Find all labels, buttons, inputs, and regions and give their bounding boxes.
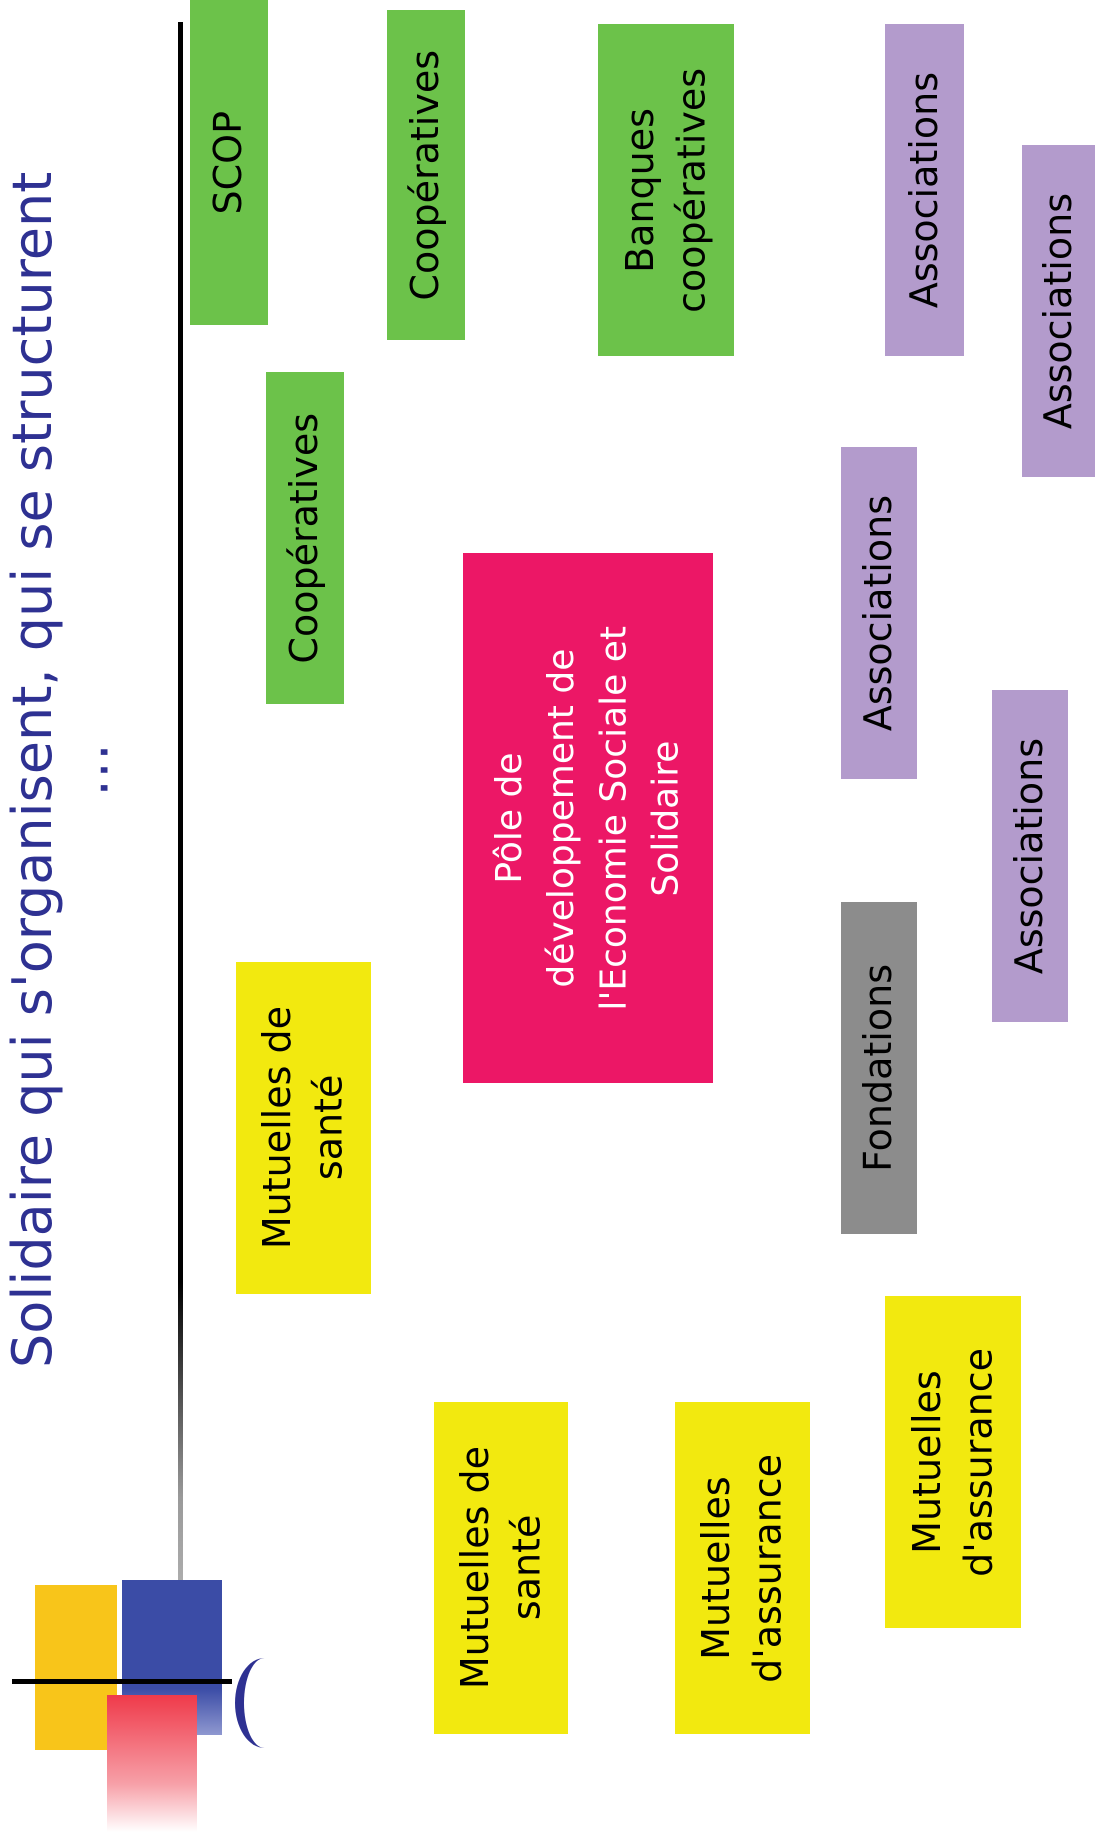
node-mutuelles-sante-1-label: Mutuelles de santé bbox=[255, 1006, 351, 1250]
node-associations-mid-label: Associations bbox=[856, 494, 901, 732]
node-banques-cooperatives: Banques coopératives bbox=[598, 24, 734, 356]
node-associations-right-label: Associations bbox=[1035, 192, 1080, 430]
node-associations-mid: Associations bbox=[841, 447, 917, 779]
decor-logo-arc bbox=[235, 1658, 294, 1748]
node-mutuelles-assurance-1-label: Mutuelles d'assurance bbox=[694, 1453, 790, 1683]
node-mutuelles-sante-2: Mutuelles de santé bbox=[434, 1402, 568, 1734]
decor-yellow-square bbox=[35, 1585, 117, 1750]
node-mutuelles-assurance-2-label: Mutuelles d'assurance bbox=[904, 1347, 1000, 1577]
slide-title: Solidaire qui s'organisent, qui se struc… bbox=[5, 171, 121, 1369]
node-cooperatives-mid-label: Coopératives bbox=[282, 412, 327, 664]
node-associations-low: Associations bbox=[992, 690, 1068, 1022]
node-pole-ess: Pôle de développement de l'Economie Soci… bbox=[463, 553, 713, 1083]
node-mutuelles-sante-2-label: Mutuelles de santé bbox=[452, 1446, 548, 1690]
node-mutuelles-assurance-1: Mutuelles d'assurance bbox=[675, 1402, 810, 1734]
title-divider-line bbox=[178, 22, 183, 1822]
node-fondations-label: Fondations bbox=[856, 964, 901, 1172]
node-associations-top-right-label: Associations bbox=[901, 71, 946, 309]
node-cooperatives-top: Coopératives bbox=[387, 10, 465, 340]
node-cooperatives-top-label: Coopératives bbox=[403, 49, 448, 301]
decor-horizontal-line bbox=[12, 1679, 232, 1684]
node-associations-low-label: Associations bbox=[1007, 737, 1052, 975]
node-banques-cooperatives-label: Banques coopératives bbox=[617, 67, 713, 313]
node-associations-right: Associations bbox=[1022, 145, 1095, 477]
node-cooperatives-mid: Coopératives bbox=[266, 372, 344, 704]
node-pole-ess-label: Pôle de développement de l'Economie Soci… bbox=[488, 625, 687, 1011]
node-mutuelles-sante-1: Mutuelles de santé bbox=[236, 962, 371, 1294]
decor-red-square bbox=[107, 1695, 197, 1832]
node-scop: SCOP bbox=[190, 0, 268, 325]
node-fondations: Fondations bbox=[841, 902, 917, 1234]
node-associations-top-right: Associations bbox=[885, 24, 964, 356]
node-scop-label: SCOP bbox=[206, 110, 251, 215]
node-mutuelles-assurance-2: Mutuelles d'assurance bbox=[885, 1296, 1021, 1628]
